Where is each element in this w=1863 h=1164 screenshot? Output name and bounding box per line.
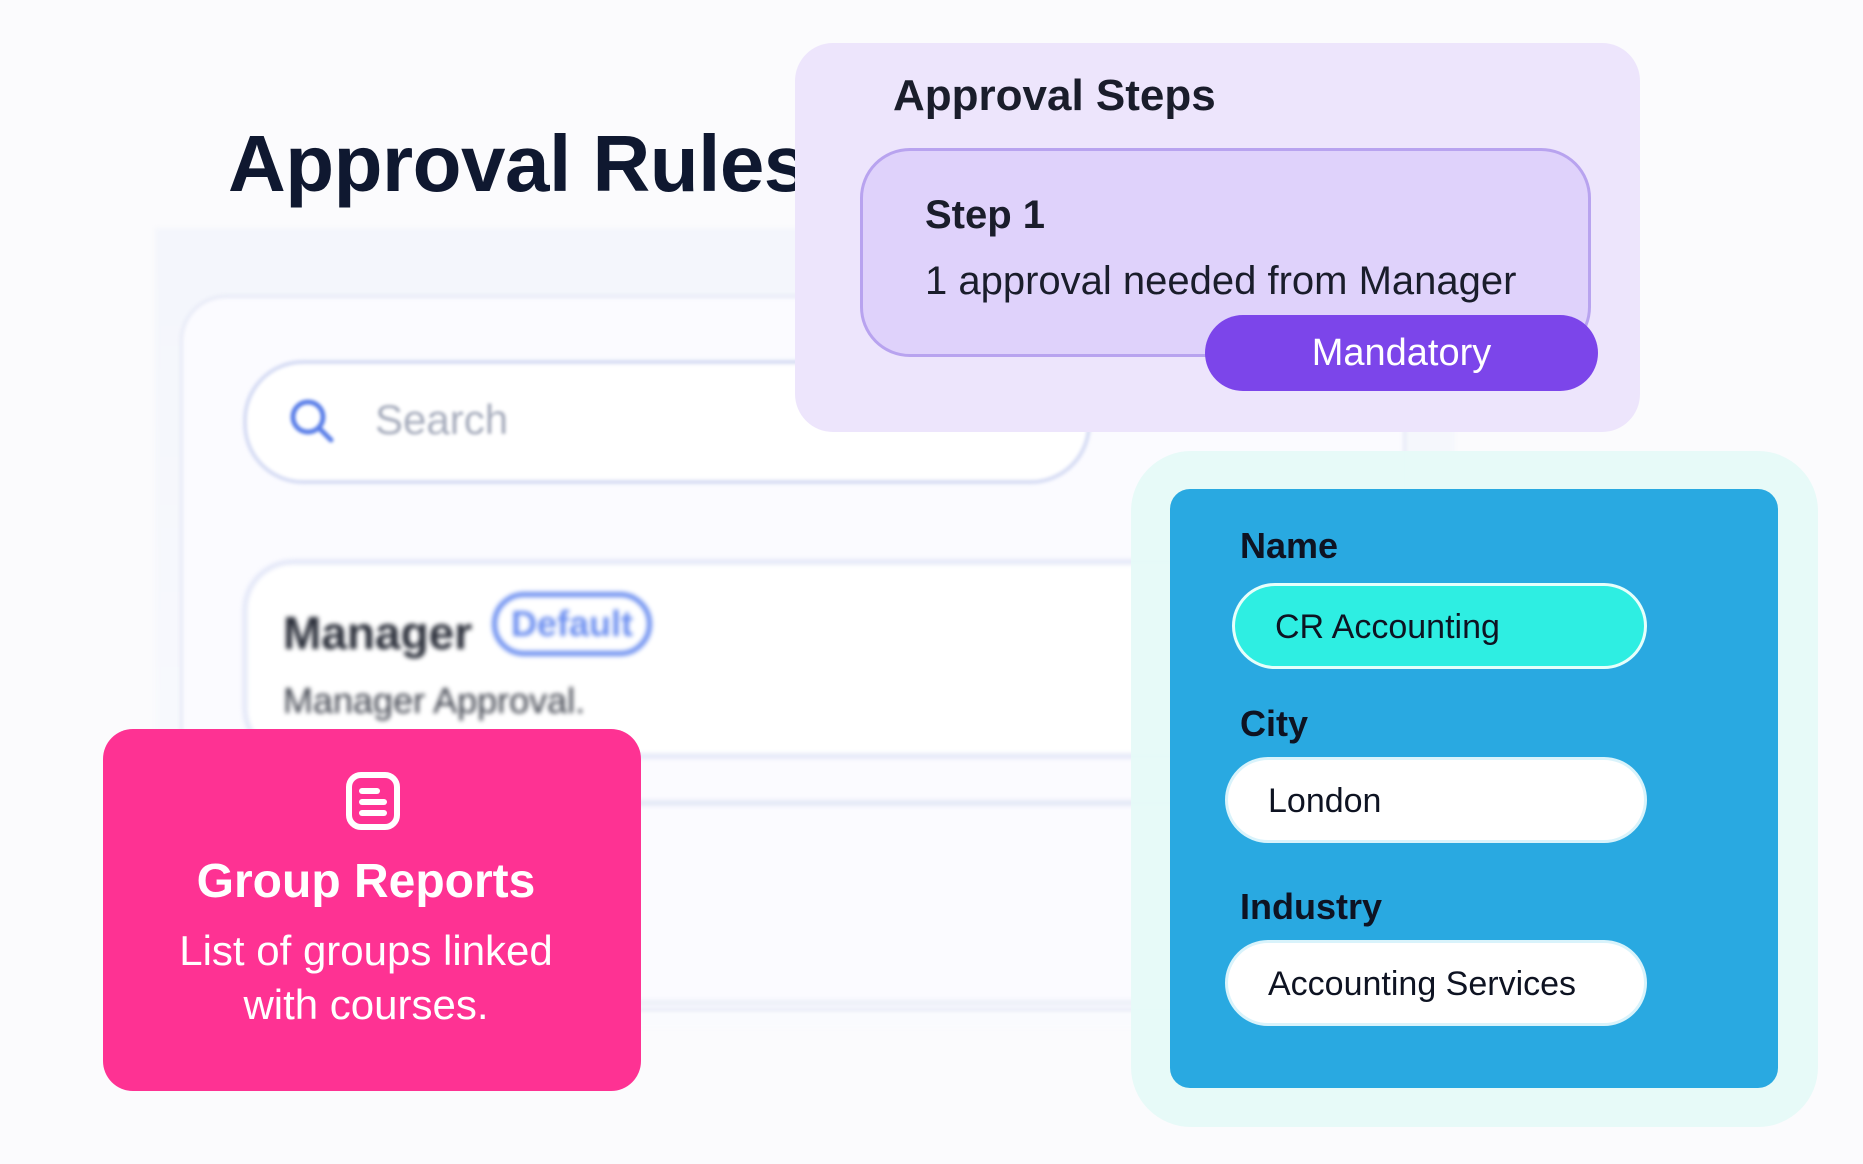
divider xyxy=(243,800,1243,806)
city-field[interactable]: London xyxy=(1225,757,1647,843)
name-field[interactable]: CR Accounting xyxy=(1232,583,1647,669)
document-list-icon xyxy=(346,772,400,830)
divider xyxy=(243,1000,1243,1006)
search-icon xyxy=(290,399,334,443)
group-reports-card[interactable]: Group Reports List of groups linked with… xyxy=(103,729,641,1091)
group-reports-title: Group Reports xyxy=(196,855,536,908)
company-info-card: Name CR Accounting City London Industry … xyxy=(1170,489,1778,1088)
group-reports-description: List of groups linked with courses. xyxy=(103,924,629,1032)
description-line: with courses. xyxy=(243,981,489,1028)
step-item[interactable]: Step 1 1 approval needed from Manager xyxy=(860,148,1591,357)
rule-description: Manager Approval. xyxy=(283,680,586,721)
industry-field[interactable]: Accounting Services xyxy=(1225,940,1647,1026)
rule-name: Manager xyxy=(283,607,473,659)
approval-steps-card: Approval Steps Step 1 1 approval needed … xyxy=(795,43,1640,432)
step-description: 1 approval needed from Manager xyxy=(925,259,1517,303)
page-title: Approval Rules xyxy=(228,119,808,208)
description-line: List of groups linked xyxy=(179,927,553,974)
step-label: Step 1 xyxy=(925,193,1046,237)
approval-steps-title: Approval Steps xyxy=(893,71,1216,120)
mandatory-badge: Mandatory xyxy=(1205,315,1598,391)
city-label: City xyxy=(1240,703,1309,744)
name-label: Name xyxy=(1240,525,1339,566)
list-item-manager[interactable]: Manager Default Manager Approval. xyxy=(243,560,1251,758)
search-placeholder: Search xyxy=(375,396,509,443)
industry-label: Industry xyxy=(1240,886,1383,927)
default-badge: Default xyxy=(492,592,652,656)
